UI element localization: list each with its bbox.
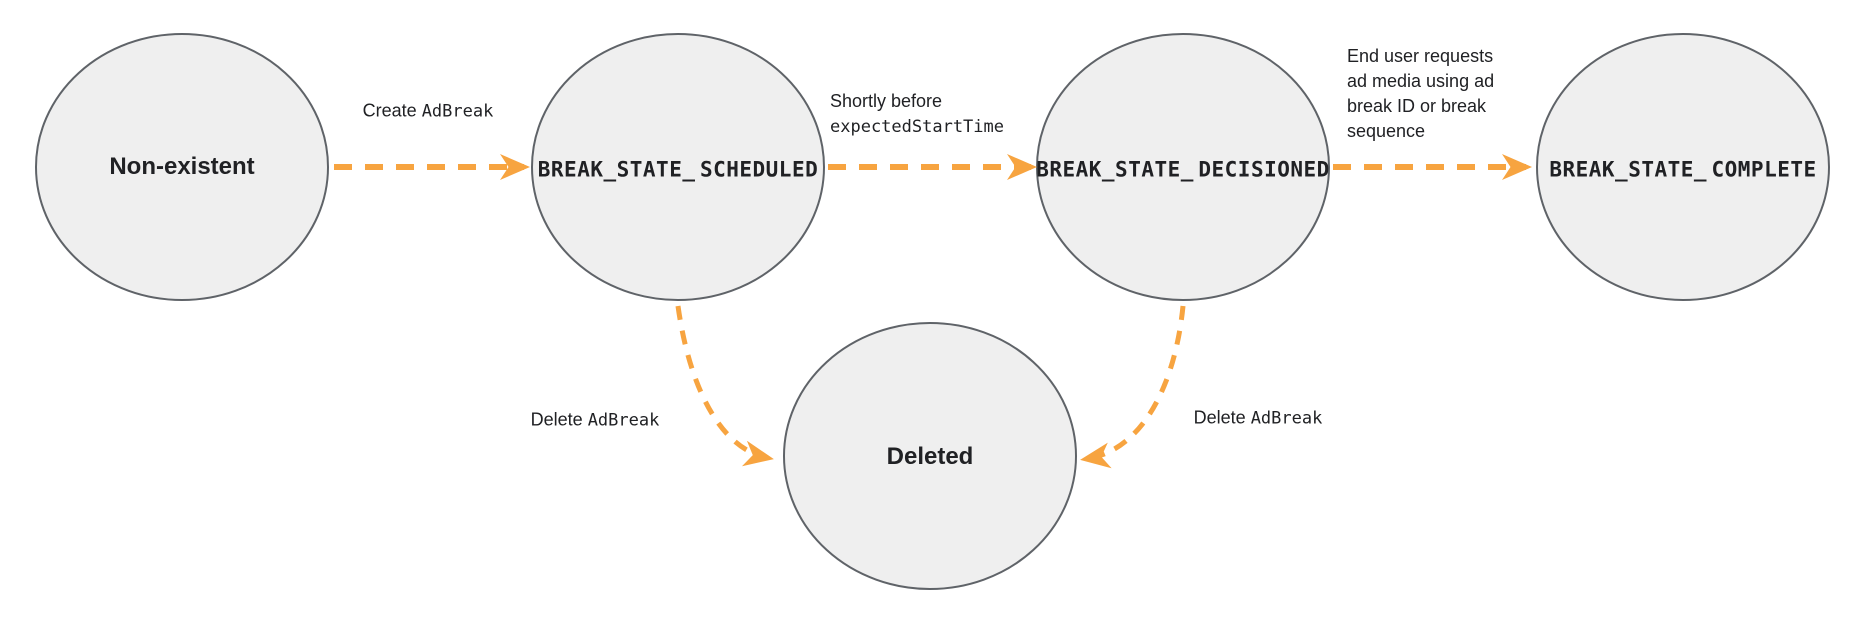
edge-label-text: Delete bbox=[530, 409, 588, 430]
edge-label-delete-adbreak-left: Delete AdBreak bbox=[531, 407, 660, 434]
state-circle-break-state-scheduled bbox=[531, 33, 825, 301]
state-name-line1: BREAK_STATE_ bbox=[1549, 157, 1708, 182]
edge-label-end-user-request: End user requests ad media using ad brea… bbox=[1347, 44, 1494, 144]
edge-label-text: Shortly before bbox=[830, 91, 943, 111]
edge-label-text-line3: break ID or break bbox=[1347, 96, 1487, 116]
edge-label-delete-adbreak-right: Delete AdBreak bbox=[1194, 405, 1323, 432]
edge-label-create-adbreak: Create AdBreak bbox=[363, 98, 494, 125]
arrow-delete-right bbox=[1080, 305, 1186, 469]
state-label-break-state-scheduled: BREAK_STATE_ SCHEDULED bbox=[538, 156, 818, 185]
state-name-line2: COMPLETE bbox=[1711, 157, 1817, 182]
edge-label-text: Create bbox=[362, 100, 422, 121]
state-circle-break-state-complete bbox=[1536, 33, 1830, 301]
edge-label-code: AdBreak bbox=[421, 101, 494, 122]
edge-label-shortly-before: Shortly before expectedStartTime bbox=[830, 88, 1004, 140]
state-name: Deleted bbox=[886, 443, 974, 470]
edge-label-text-line4: sequence bbox=[1347, 121, 1426, 141]
state-label-break-state-complete: BREAK_STATE_ COMPLETE bbox=[1549, 156, 1816, 185]
state-label-non-existent: Non-existent bbox=[109, 153, 254, 181]
state-circle-non-existent bbox=[35, 33, 329, 301]
edge-label-text-line1: End user requests bbox=[1347, 46, 1494, 66]
state-name: Non-existent bbox=[109, 153, 255, 180]
state-name-line2: SCHEDULED bbox=[699, 157, 819, 182]
state-name-line1: BREAK_STATE_ bbox=[537, 157, 696, 182]
edge-label-text-line2: ad media using ad bbox=[1347, 71, 1495, 91]
state-name-line2: DECISIONED bbox=[1198, 157, 1330, 182]
state-label-break-state-decisioned: BREAK_STATE_ DECISIONED bbox=[1036, 156, 1330, 185]
edge-label-code: AdBreak bbox=[587, 410, 660, 431]
edge-label-text: Delete bbox=[1193, 407, 1251, 428]
state-circle-break-state-decisioned bbox=[1036, 33, 1330, 301]
state-circle-deleted bbox=[783, 322, 1077, 590]
edge-label-code: expectedStartTime bbox=[830, 117, 1004, 137]
arrow-delete-left bbox=[675, 305, 774, 467]
state-name-line1: BREAK_STATE_ bbox=[1036, 157, 1194, 182]
edge-label-code: AdBreak bbox=[1250, 408, 1323, 429]
state-label-deleted: Deleted bbox=[887, 443, 974, 471]
